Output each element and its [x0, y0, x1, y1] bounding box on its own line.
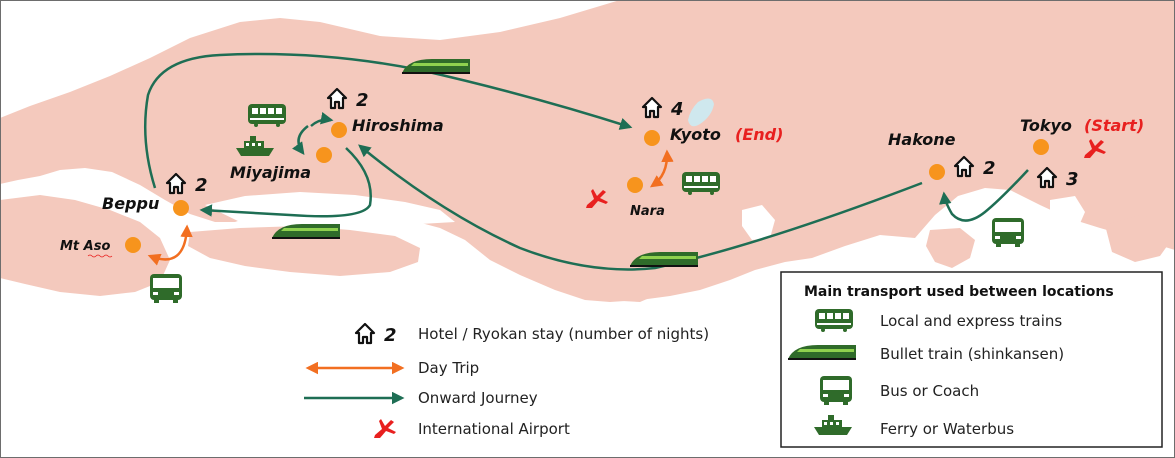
- kii-peninsula: [575, 208, 678, 302]
- mt-aso-spellcheck-underline: [87, 254, 113, 258]
- tokyo-dot[interactable]: [1033, 139, 1049, 155]
- kyoto-label: Kyoto: [670, 125, 721, 144]
- legend-bullet-train-label: Bullet train (shinkansen): [880, 345, 1064, 363]
- legend-left: 2 Hotel / Ryokan stay (number of nights)…: [304, 322, 709, 438]
- legend-bus-icon: [820, 376, 852, 405]
- miyajima-label: Miyajima: [230, 163, 311, 182]
- hiroshima-dot[interactable]: [331, 122, 347, 138]
- nara-dot[interactable]: [627, 177, 643, 193]
- route-hakone-hiroshima: [358, 144, 923, 271]
- legend-hotel-label: Hotel / Ryokan stay (number of nights): [418, 325, 709, 343]
- legend-local-train-icon: [815, 309, 853, 332]
- boso-peninsula: [1105, 215, 1175, 262]
- kyoto-nights: 4: [670, 99, 684, 120]
- nara-label: Nara: [630, 204, 665, 219]
- beppu-dot[interactable]: [173, 200, 189, 216]
- route-miyajima-hiroshima: [310, 112, 334, 127]
- hiroshima-label: Hiroshima: [352, 116, 444, 135]
- lake-biwa: [688, 98, 714, 127]
- route-hiroshima-miyajima: [292, 125, 309, 156]
- city-dots: [125, 122, 1049, 253]
- legend-title: Main transport used between locations: [804, 284, 1114, 300]
- route-hiroshima-beppu: [199, 147, 372, 218]
- inland-sea: [205, 192, 455, 224]
- tokyo-start-tag: (Start): [1084, 116, 1144, 135]
- hiroshima-nights: 2: [356, 90, 369, 111]
- map-bullet-train-hiroshima-beppu: [272, 224, 340, 239]
- kyoto-dot[interactable]: [644, 130, 660, 146]
- honshu-landmass: [0, 0, 1175, 302]
- route-beppu-kyoto: [144, 52, 633, 189]
- map-local-train-nara: [682, 172, 720, 195]
- ise-bay: [742, 205, 775, 240]
- sea-of-japan: [0, 0, 620, 118]
- legend-airport-label: International Airport: [418, 420, 570, 438]
- land-masses: [0, 0, 1175, 302]
- legend-bus-label: Bus or Coach: [880, 382, 979, 400]
- daytrip-beppu-mtaso: [147, 224, 193, 266]
- hakone-label: Hakone: [888, 130, 956, 149]
- hakone-dot[interactable]: [929, 164, 945, 180]
- map-bus-mt-aso: [150, 274, 182, 303]
- legend-day-trip-label: Day Trip: [418, 359, 479, 377]
- tokyo-bay: [1050, 196, 1085, 230]
- legend-local-train-label: Local and express trains: [880, 312, 1062, 330]
- legend-ferry-label: Ferry or Waterbus: [880, 420, 1014, 438]
- map-bus-hakone: [992, 218, 1024, 247]
- shikoku-landmass: [188, 226, 420, 276]
- miyajima-dot[interactable]: [316, 147, 332, 163]
- tokyo-nights: 3: [1066, 169, 1079, 190]
- mt-aso-dot[interactable]: [125, 237, 141, 253]
- route-tokyo-hakone: [939, 169, 1029, 222]
- legend-hotel-nights: 2: [384, 325, 397, 346]
- daytrip-kyoto-nara: [649, 149, 674, 188]
- mt-aso-label: Mt Aso: [60, 239, 110, 254]
- beppu-nights: 2: [195, 175, 208, 196]
- izu-peninsula: [926, 228, 975, 268]
- kyushu-landmass: [0, 195, 170, 296]
- legend-right: Main transport used between locations Lo…: [780, 271, 1163, 448]
- hakone-nights: 2: [983, 158, 996, 179]
- onward-journey-routes: [144, 52, 1029, 271]
- beppu-label: Beppu: [102, 194, 159, 213]
- kyoto-end-tag: (End): [735, 125, 783, 144]
- legend-onward-label: Onward Journey: [418, 389, 538, 407]
- tokyo-label: Tokyo: [1020, 116, 1072, 135]
- map-local-train-hiroshima: [248, 104, 286, 127]
- day-trip-routes: [147, 149, 674, 266]
